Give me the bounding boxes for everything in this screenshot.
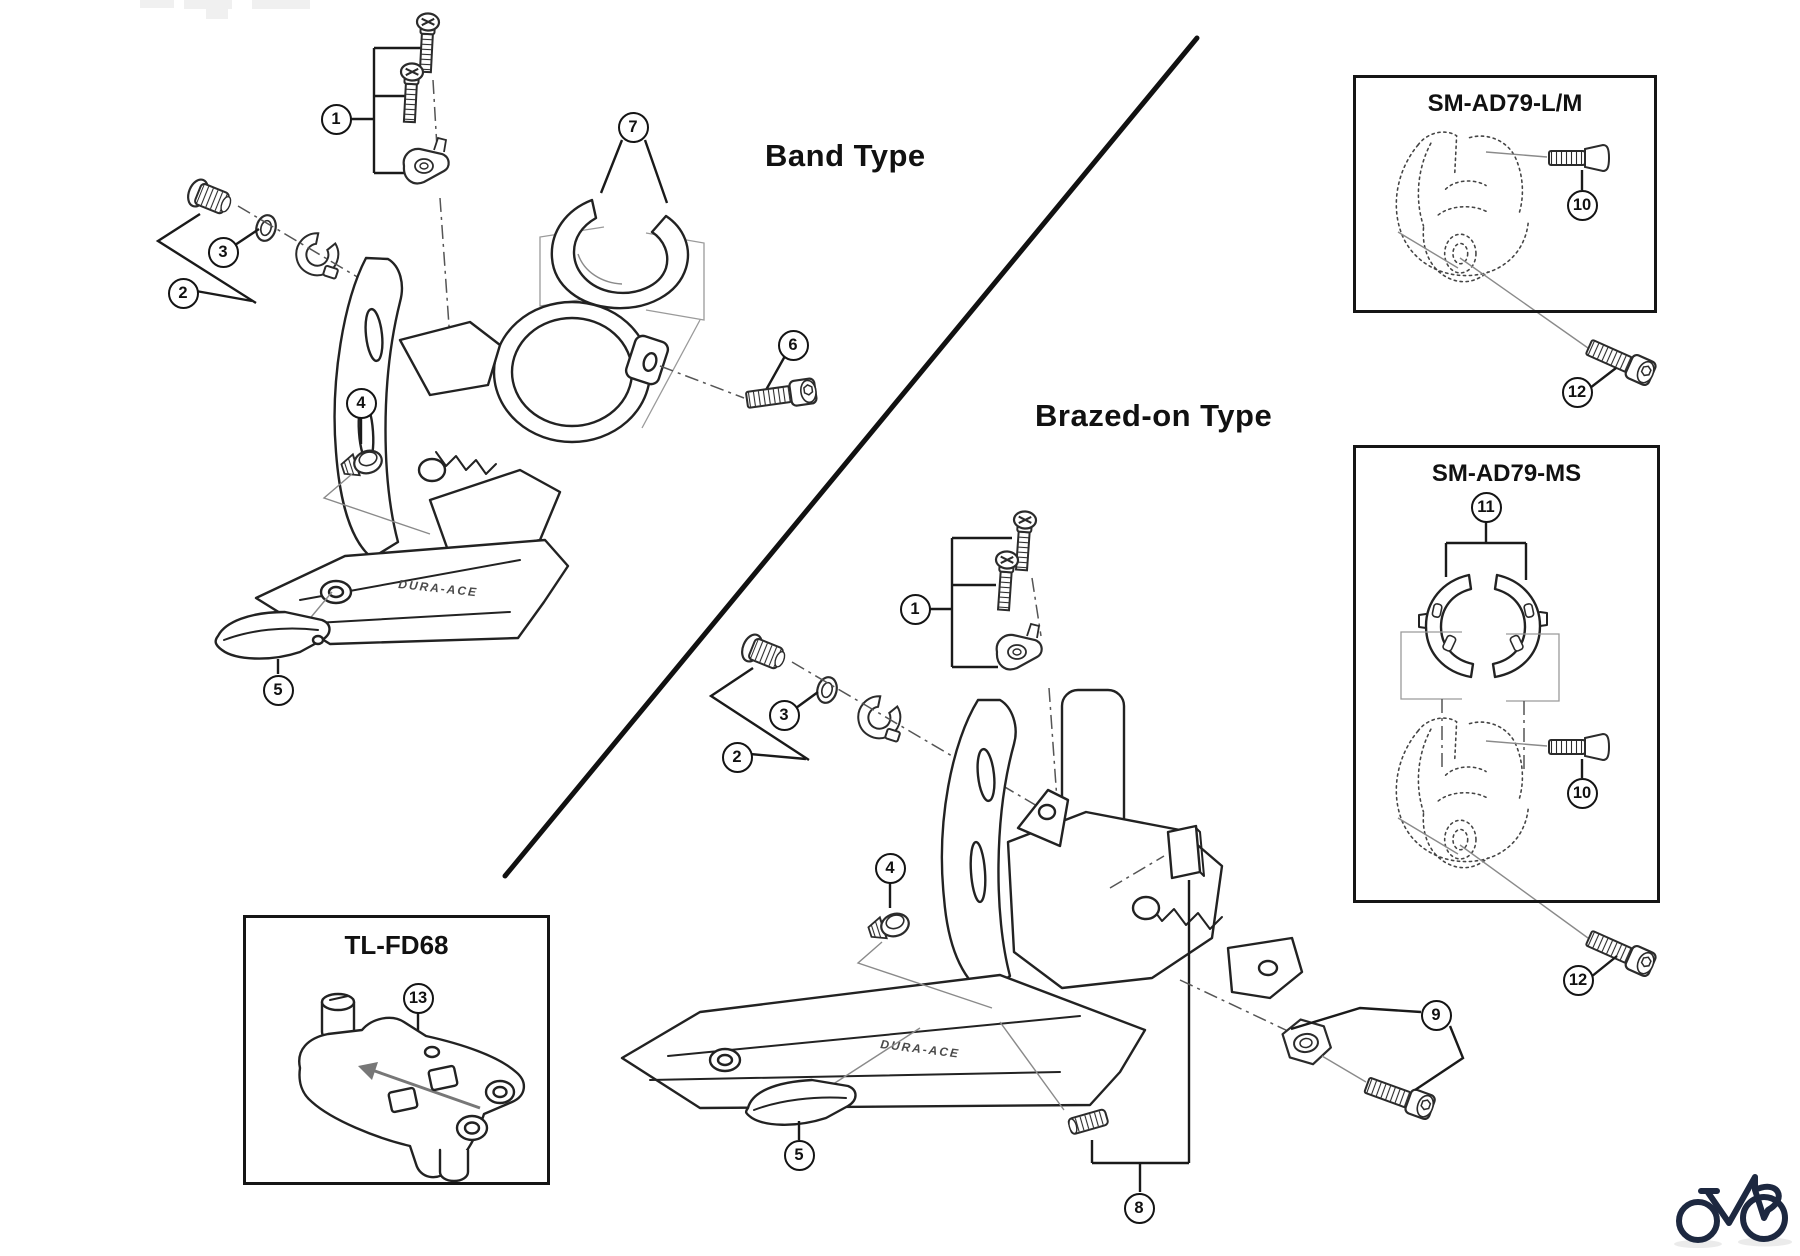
callout-4-brazed[interactable]: 4 [874,852,906,884]
cropped-text-remnant [252,0,310,9]
cropped-text-remnant [140,0,174,8]
callout-5-band[interactable]: 5 [262,674,294,706]
sm-ad79-ms-box: SM-AD79-MS [1353,445,1660,903]
callout-8-brazed[interactable]: 8 [1123,1192,1155,1224]
sm-ad79-ms-drawing [1395,521,1659,979]
callout-9-brazed[interactable]: 9 [1420,999,1452,1031]
band-clamp-bolt [659,355,819,414]
callout-3-band[interactable]: 3 [207,236,239,268]
brazed-support-bolt [856,882,993,1009]
sm-ad79-lm-drawing [1395,131,1659,389]
callout-7-band[interactable]: 7 [617,111,649,143]
callout-3-brazed[interactable]: 3 [768,699,800,731]
cropped-text-remnant [184,0,232,9]
callout-12-ms[interactable]: 12 [1562,964,1594,996]
callout-13-tool[interactable]: 13 [402,982,434,1014]
callout-6-band[interactable]: 6 [777,329,809,361]
brazed-adjust-bolt-group [708,630,1079,831]
cropped-text-remnant [206,9,228,19]
sm-ad79-lm-title: SM-AD79-L/M [1427,90,1583,117]
band-mount-bolts [351,11,451,341]
callout-12-lm[interactable]: 12 [1561,376,1593,408]
band-derailleur-body: DURA-ACE [254,256,670,646]
brazed-plate-and-screw [999,824,1205,1192]
sm-ad79-ms-title: SM-AD79-MS [1431,460,1582,487]
tl-fd68-box: TL-FD68 [243,915,550,1185]
callout-5-brazed[interactable]: 5 [783,1139,815,1171]
band-type-drawing: DURA-ACE [155,11,819,674]
brazed-backup-nut-bolt [1179,979,1465,1122]
bicycle-logo [1674,1174,1792,1248]
sm-ad79-lm-box: SM-AD79-L/M [1353,75,1657,313]
ms-band-clamp [1418,573,1548,679]
section-divider-line [502,35,1200,879]
callout-10-ms[interactable]: 10 [1566,777,1598,809]
callout-2-band[interactable]: 2 [167,277,199,309]
band-skid-plate [214,591,333,674]
brazed-derailleur-body: DURA-ACE [620,688,1304,1110]
callout-10-lm[interactable]: 10 [1566,189,1598,221]
callout-11-ms[interactable]: 11 [1470,491,1502,523]
callout-1-band[interactable]: 1 [320,103,352,135]
band-support-bolt [322,417,431,535]
band-adjust-bolt-group [155,175,397,305]
tl-fd68-tool-drawing [298,992,525,1183]
brazed-type-drawing: DURA-ACE [620,509,1465,1192]
callout-4-band[interactable]: 4 [345,387,377,419]
callout-1-brazed[interactable]: 1 [899,593,931,625]
callout-2-brazed[interactable]: 2 [721,741,753,773]
brazed-on-type-label: Brazed-on Type [1035,398,1273,433]
brazed-skid-plate [744,1027,921,1140]
band-type-label: Band Type [765,138,926,173]
tl-fd68-title: TL-FD68 [344,930,449,960]
